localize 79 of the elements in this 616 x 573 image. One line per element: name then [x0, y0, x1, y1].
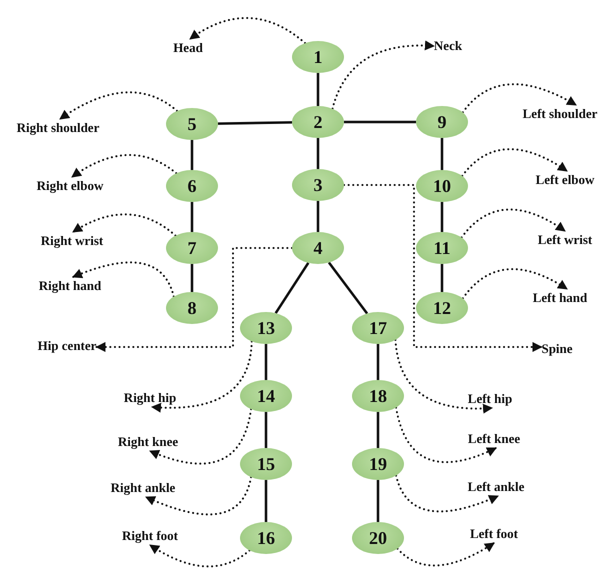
leader-line — [462, 83, 577, 114]
leader-line — [149, 544, 250, 568]
joint-label: Right hand — [38, 278, 102, 294]
joint-node: 19 — [352, 448, 404, 480]
joint-label: Left shoulder — [522, 106, 598, 122]
joint-label: Hip center — [38, 338, 96, 354]
bone-line — [190, 202, 194, 232]
bone-line — [376, 344, 380, 380]
leader-line — [460, 208, 566, 238]
joint-label: Right foot — [122, 528, 178, 544]
joint-node: 16 — [240, 522, 292, 554]
leader-line — [462, 268, 568, 300]
joint-node: 10 — [416, 170, 468, 202]
joint-node: 5 — [166, 108, 218, 140]
leader-line — [149, 408, 252, 465]
bone-line — [440, 264, 444, 292]
leader-line — [396, 542, 495, 566]
bone-line — [316, 138, 320, 169]
bone-line — [218, 121, 292, 125]
bone-line — [440, 138, 444, 170]
leader-line — [59, 91, 178, 120]
joint-node: 12 — [416, 292, 468, 324]
leader-line — [395, 406, 497, 464]
joint-node: 18 — [352, 380, 404, 412]
leader-line — [461, 148, 568, 177]
leader-line — [71, 154, 178, 178]
leader-line — [394, 338, 493, 414]
joint-label: Left elbow — [536, 172, 594, 188]
leader-line — [343, 184, 542, 352]
bone-line — [316, 201, 320, 232]
joint-label: Neck — [434, 38, 462, 54]
joint-node: 17 — [352, 312, 404, 344]
joint-node: 14 — [240, 380, 292, 412]
bone-line — [316, 73, 320, 106]
joint-label: Right hip — [124, 390, 176, 406]
leader-line — [72, 213, 176, 237]
joint-label: Right shoulder — [16, 120, 100, 136]
joint-node: 4 — [292, 232, 344, 264]
joint-node: 8 — [166, 292, 218, 324]
leader-line — [145, 476, 252, 516]
bone-line — [264, 344, 268, 380]
leader-line — [72, 261, 175, 298]
bone-line — [376, 480, 380, 522]
bone-line — [376, 412, 380, 448]
joint-node: 9 — [416, 106, 468, 138]
bone-line — [328, 262, 368, 314]
joint-label: Right knee — [118, 434, 178, 450]
leader-line — [395, 474, 499, 512]
joint-label: Right ankle — [110, 480, 176, 496]
joint-label: Left wrist — [538, 232, 592, 248]
joint-node: 20 — [352, 522, 404, 554]
joint-node: 15 — [240, 448, 292, 480]
bone-line — [344, 120, 416, 124]
bone-line — [190, 140, 194, 170]
joint-label: Left hand — [532, 290, 588, 306]
joint-label: Right wrist — [40, 233, 104, 249]
joint-label: Left ankle — [468, 479, 524, 495]
leader-line — [151, 340, 253, 412]
joint-node: 3 — [292, 169, 344, 201]
leader-line — [95, 247, 293, 352]
leader-line — [332, 40, 435, 110]
joint-node: 1 — [292, 41, 344, 73]
bone-line — [264, 480, 268, 522]
joint-node: 7 — [166, 232, 218, 264]
bone-line — [264, 412, 268, 448]
joint-node: 6 — [166, 170, 218, 202]
joint-label: Left knee — [468, 431, 520, 447]
joint-label: Right elbow — [36, 178, 104, 194]
bone-line — [190, 264, 194, 292]
bone-line — [274, 262, 310, 314]
joint-node: 13 — [240, 312, 292, 344]
joint-label: Spine — [541, 341, 573, 357]
bone-line — [440, 202, 444, 232]
joint-node: 2 — [292, 106, 344, 138]
leader-line — [189, 17, 306, 44]
joint-label: Head — [173, 40, 203, 56]
joint-node: 11 — [416, 232, 468, 264]
joint-label: Left hip — [468, 391, 512, 407]
joint-label: Left foot — [470, 526, 518, 542]
